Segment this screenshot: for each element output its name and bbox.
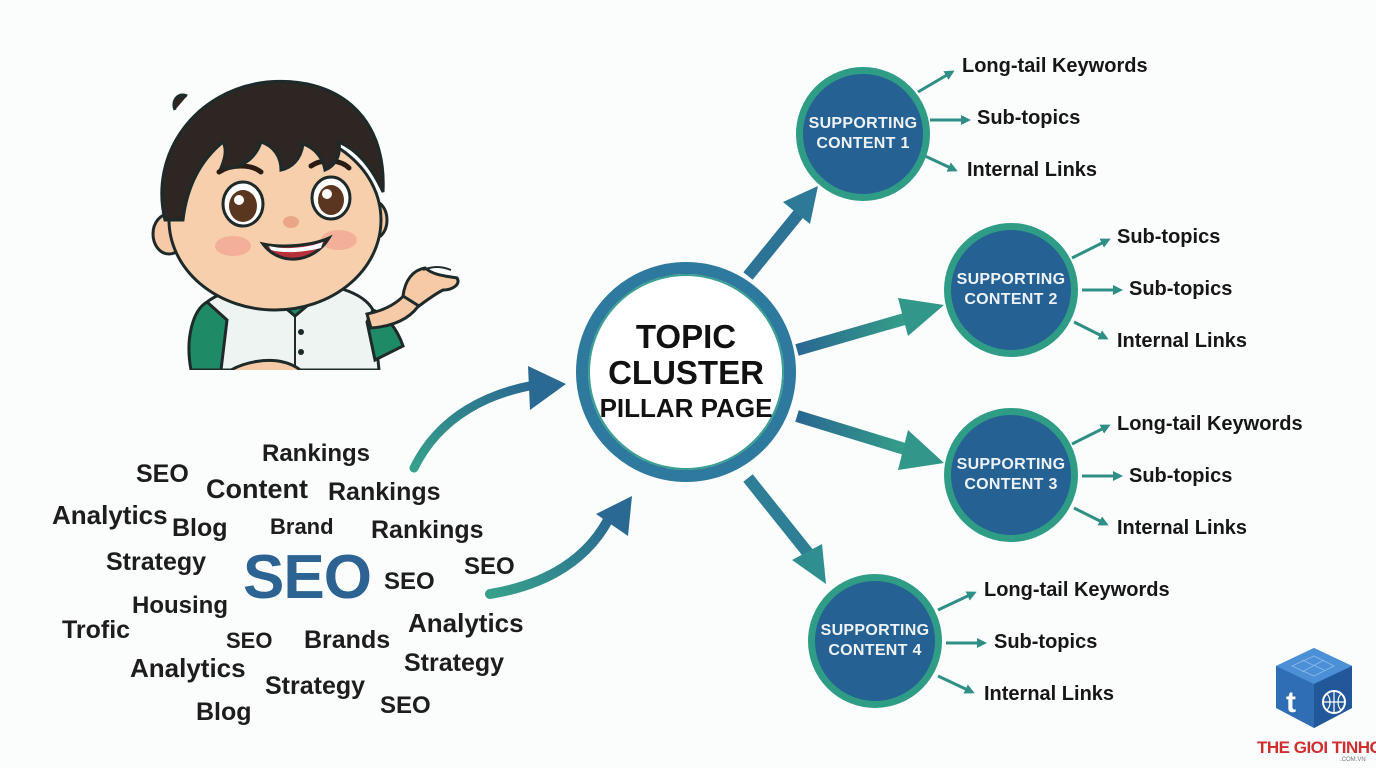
cloud-word: Analytics: [408, 608, 524, 638]
cloud-word: SEO: [136, 460, 189, 488]
cloud-word: Strategy: [265, 672, 366, 700]
leaf-label: Long-tail Keywords: [962, 55, 1148, 77]
hub-to-node-2-arrow: [795, 298, 944, 356]
node-label-line2: CONTENT 4: [828, 642, 922, 659]
brand-logo-text: THE GIOI TINHOC: [1257, 738, 1376, 758]
brand-logo-text-part1: THE GIOI: [1257, 738, 1328, 757]
node-label-line2: CONTENT 1: [816, 135, 910, 152]
node-1-leaf-arrows: [917, 70, 971, 172]
leaf-label: Internal Links: [967, 159, 1098, 181]
supporting-content-node-1: SUPPORTING CONTENT 1: [796, 67, 930, 201]
cloud-word: Analytics: [52, 500, 168, 530]
node-label-line1: SUPPORTING: [820, 622, 930, 639]
leaf-label: Sub-topics: [994, 631, 1098, 653]
cloud-word: Trofic: [62, 616, 131, 644]
cloud-to-hub-arrow-upper: [409, 366, 566, 473]
pointing-hand: [365, 266, 460, 330]
hub-to-node-3-arrow: [795, 410, 944, 470]
cloud-word: Brands: [304, 626, 391, 654]
leaf-label: Long-tail Keywords: [984, 579, 1170, 601]
leaf-label: Internal Links: [1117, 517, 1248, 539]
cloud-word: Strategy: [404, 649, 505, 677]
supporting-content-node-2: SUPPORTING CONTENT 2: [944, 223, 1078, 357]
leaf-label: Internal Links: [984, 683, 1115, 705]
svg-text:t: t: [1286, 686, 1296, 719]
hub-title-line1: TOPIC: [635, 318, 737, 355]
boy-illustration: [151, 79, 460, 370]
cloud-word: SEO: [226, 628, 273, 653]
leaf-label: Internal Links: [1117, 330, 1248, 352]
cloud-word: Strategy: [106, 548, 207, 576]
leaf-label: Sub-topics: [1129, 465, 1233, 487]
cloud-word: Rankings: [262, 440, 371, 467]
node-label-line1: SUPPORTING: [956, 456, 1066, 473]
node-label-line1: SUPPORTING: [956, 271, 1066, 288]
pillar-page-hub: TOPIC CLUSTER PILLAR PAGE: [576, 262, 796, 482]
cloud-word: Housing: [132, 592, 228, 619]
node-2-leaf-arrows: [1071, 238, 1123, 340]
node-3-leaf-arrows: [1071, 424, 1123, 526]
hub-to-node-4-arrow: [743, 474, 826, 584]
cloud-word: Blog: [196, 698, 252, 726]
cloud-word: Brand: [270, 514, 334, 539]
leaf-label: Sub-topics: [977, 107, 1081, 129]
hair: [160, 79, 385, 222]
node-label-line2: CONTENT 3: [964, 476, 1058, 493]
supporting-content-node-4: SUPPORTING CONTENT 4: [808, 574, 942, 708]
face: [167, 128, 383, 312]
cloud-main-word: SEO: [243, 543, 372, 612]
cloud-word: SEO: [380, 692, 431, 719]
node-label-line2: CONTENT 2: [964, 291, 1058, 308]
supporting-content-node-3: SUPPORTING CONTENT 3: [944, 408, 1078, 542]
leaf-label: Sub-topics: [1117, 226, 1221, 248]
hub-title-line3: PILLAR PAGE: [599, 393, 773, 423]
resting-hand: [228, 358, 303, 370]
brand-cube-logo-icon: t: [1276, 648, 1352, 728]
cloud-word: Rankings: [328, 478, 441, 506]
cloud-word: Content: [206, 474, 308, 504]
leaf-label: Long-tail Keywords: [1117, 413, 1303, 435]
leaf-label: Sub-topics: [1129, 278, 1233, 300]
hub-to-node-1-arrow: [743, 186, 818, 280]
cloud-word: Blog: [172, 514, 228, 542]
cloud-word: Analytics: [130, 653, 246, 683]
brand-logo-domain: .COM.VN: [1340, 757, 1366, 763]
cloud-word: SEO: [464, 553, 515, 580]
node-4-leaf-arrows: [937, 591, 987, 694]
cloud-word: Rankings: [371, 516, 484, 544]
hub-title-line2: CLUSTER: [608, 354, 764, 391]
brand-logo-text-part2: TINHOC: [1331, 738, 1376, 757]
cloud-to-hub-arrow-lower: [485, 496, 632, 599]
node-label-line1: SUPPORTING: [808, 115, 918, 132]
cloud-word: SEO: [384, 568, 435, 595]
